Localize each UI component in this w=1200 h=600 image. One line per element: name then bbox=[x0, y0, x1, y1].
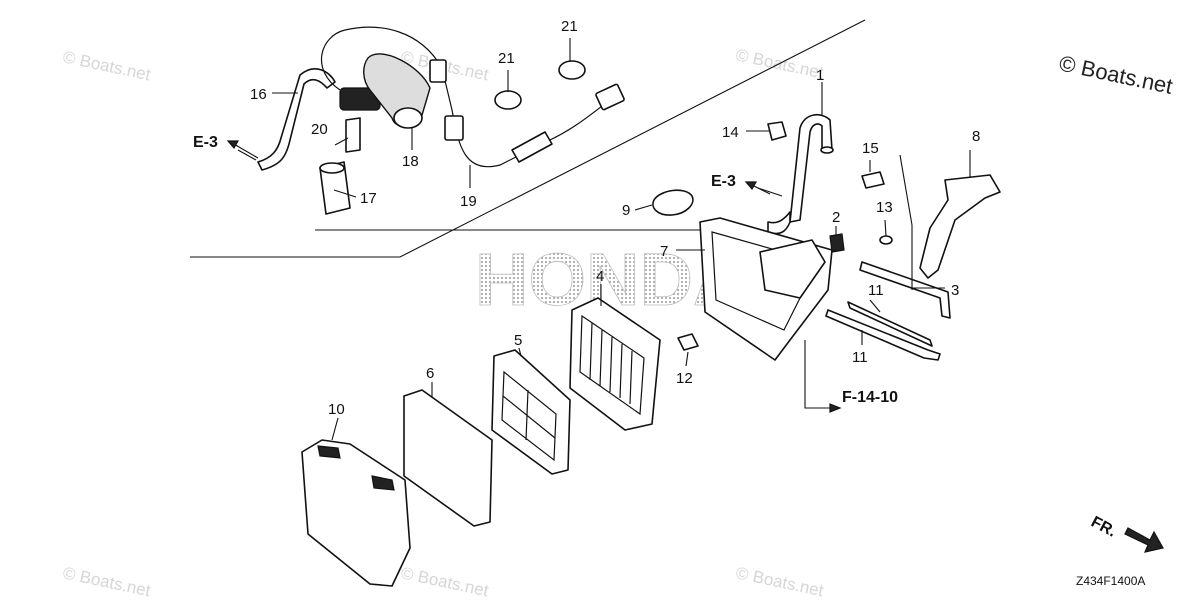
callout-10: 10 bbox=[328, 401, 345, 418]
part-19-harness bbox=[321, 26, 611, 168]
reference-e3-lower: E-3 bbox=[711, 173, 736, 190]
part-19-connector bbox=[444, 115, 464, 141]
callout-8: 8 bbox=[972, 128, 980, 145]
part-10-cover bbox=[301, 439, 411, 587]
part-4-element bbox=[569, 297, 661, 431]
part-6-filter bbox=[403, 389, 493, 527]
watermark: © Boats.net bbox=[734, 563, 825, 600]
callout-3: 3 bbox=[951, 282, 959, 299]
callout-12: 12 bbox=[676, 370, 693, 387]
watermarks: © Boats.net © Boats.net © Boats.net © Bo… bbox=[61, 45, 825, 600]
callout-21b: 21 bbox=[561, 18, 578, 35]
watermark: © Boats.net bbox=[61, 563, 152, 600]
watermark: © Boats.net bbox=[399, 563, 490, 600]
part-17-pipe-end bbox=[319, 162, 345, 174]
copyright-label: © Boats.net bbox=[1057, 50, 1175, 98]
part-10-latch bbox=[371, 475, 395, 491]
part-3-strap bbox=[859, 261, 951, 319]
callout-9: 9 bbox=[622, 202, 630, 219]
reference-e3-upper: E-3 bbox=[193, 134, 218, 151]
callouts: 1 2 3 4 5 6 7 8 9 10 11 11 12 13 14 15 1… bbox=[250, 18, 980, 418]
callout-19: 19 bbox=[460, 193, 477, 210]
front-indicator-label: FR. bbox=[1088, 514, 1119, 541]
part-12-bolt bbox=[677, 333, 699, 351]
part-19-connector bbox=[429, 59, 447, 83]
callout-6: 6 bbox=[426, 365, 434, 382]
part-16-hose bbox=[257, 68, 336, 171]
front-indicator: FR. bbox=[1088, 514, 1164, 553]
part-15-bolt bbox=[861, 171, 885, 189]
diagram-code: Z434F1400A bbox=[1076, 574, 1145, 588]
callout-7: 7 bbox=[660, 243, 668, 260]
callout-2: 2 bbox=[832, 209, 840, 226]
callout-11a: 11 bbox=[868, 282, 884, 299]
part-18-cover-end bbox=[393, 107, 423, 129]
part-19-connector bbox=[595, 83, 625, 111]
callout-16: 16 bbox=[250, 86, 267, 103]
part-10-latch bbox=[317, 445, 341, 459]
part-5-grid bbox=[501, 370, 557, 462]
callout-14: 14 bbox=[722, 124, 739, 141]
part-11-bolt bbox=[825, 309, 941, 361]
part-2-clip bbox=[829, 233, 845, 253]
callout-5: 5 bbox=[514, 332, 522, 349]
part-9-seal bbox=[652, 189, 694, 216]
reference-arrows bbox=[226, 140, 842, 413]
leader-lines bbox=[237, 38, 971, 441]
part-13-washer bbox=[879, 235, 893, 245]
callout-21a: 21 bbox=[498, 50, 515, 67]
callout-15: 15 bbox=[862, 140, 879, 157]
watermark: © Boats.net bbox=[61, 47, 152, 84]
callout-11b: 11 bbox=[852, 349, 868, 366]
callout-17: 17 bbox=[360, 190, 377, 207]
reference-f1410: F-14-10 bbox=[842, 389, 898, 406]
callout-13: 13 bbox=[876, 199, 893, 216]
part-21-clamp bbox=[494, 90, 522, 110]
part-8-bracket bbox=[919, 174, 1001, 279]
callout-4: 4 bbox=[596, 268, 604, 285]
part-14-clip bbox=[767, 121, 787, 141]
part-19-sleeve bbox=[511, 131, 553, 163]
part-20-joint bbox=[345, 117, 361, 153]
callout-20: 20 bbox=[311, 121, 328, 138]
callout-18: 18 bbox=[402, 153, 419, 170]
front-arrow-icon bbox=[1124, 527, 1164, 553]
callout-1: 1 bbox=[816, 67, 824, 84]
separator-diagonal bbox=[190, 19, 866, 258]
part-4-pleats bbox=[579, 314, 645, 416]
part-1-hose-lower bbox=[767, 211, 791, 235]
part-21-clamp bbox=[558, 60, 586, 80]
part-11-bolt bbox=[847, 301, 933, 347]
part-1-hose bbox=[789, 113, 833, 223]
part-5-frame bbox=[491, 349, 571, 475]
part-1-hose-end bbox=[820, 146, 834, 154]
part-7-intake bbox=[759, 239, 826, 299]
